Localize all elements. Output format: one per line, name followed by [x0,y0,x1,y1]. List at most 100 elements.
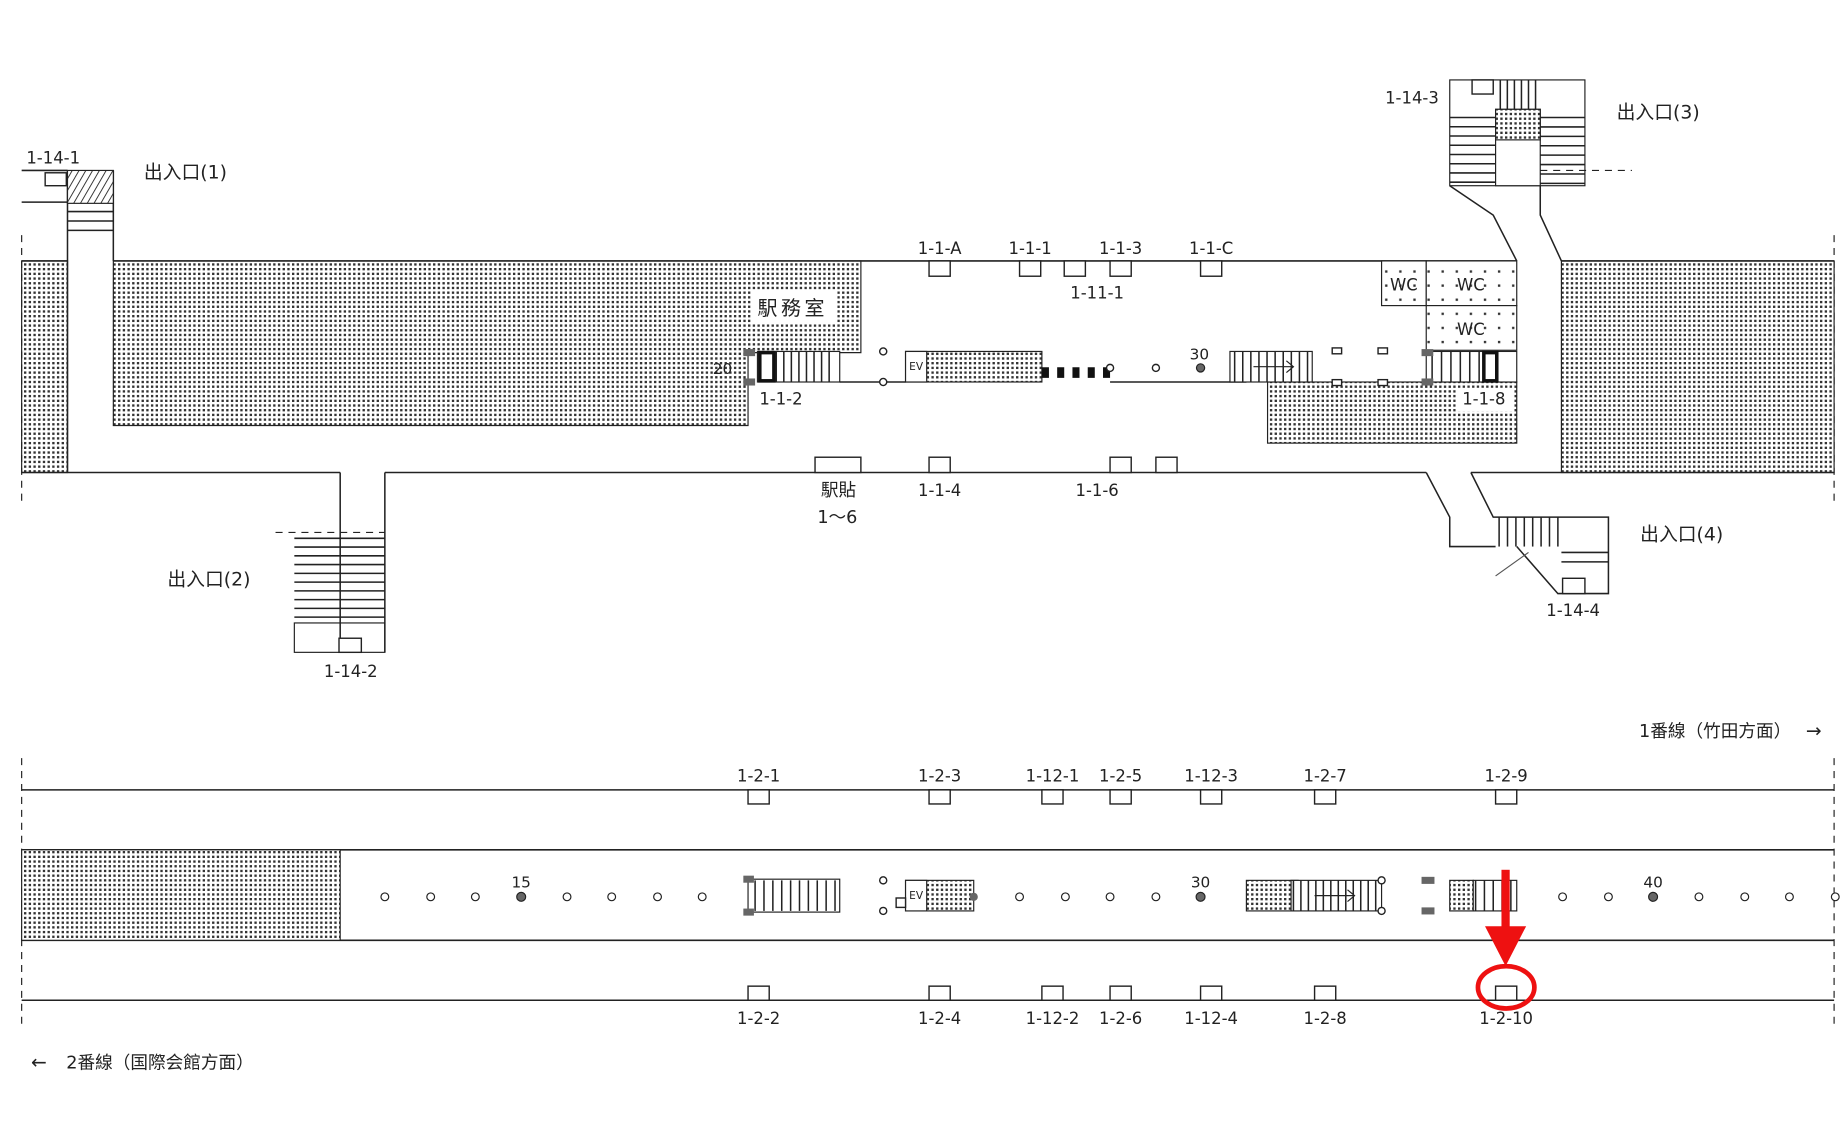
highlighted-spot-label[interactable]: 1-2-10 [1479,1009,1533,1028]
ad-spot[interactable] [928,985,951,1001]
ad-spot[interactable] [1199,789,1223,805]
pillar [1830,892,1840,902]
exit-2-label: 出入口(2) [167,568,250,590]
pillar [1151,892,1161,902]
spot-label[interactable]: 1-11-1 [1070,284,1124,303]
spot-label[interactable]: 1-2-9 [1485,767,1528,786]
wc-label: WC [1390,275,1418,294]
exit-1[interactable]: 1-14-1 出入口(1) [21,148,227,473]
pillar [653,892,663,902]
marker-30: 30 [1191,873,1210,891]
ad-spot[interactable] [1199,985,1223,1001]
stair-code-1-1-8: 1-1-8 [1462,389,1505,408]
exit-2[interactable]: 1-14-2 出入口(2) [167,472,386,682]
spot-label[interactable]: 1-2-7 [1304,767,1347,786]
pillar [1784,892,1794,902]
pillar [1105,892,1115,902]
exit-4[interactable]: 1-14-4 出入口(4) [1425,472,1723,620]
arrow-left-icon: ← [31,1052,47,1073]
pillar [1060,892,1070,902]
spot-label[interactable]: 1-1-1 [1009,239,1052,258]
marker-pillar [516,891,527,902]
spot-label[interactable]: 1-2-2 [737,1009,780,1028]
spot-label[interactable]: 1-1-C [1189,239,1233,258]
spot-label[interactable]: 1-2-4 [918,1009,961,1028]
elevator-platform[interactable]: EV [895,879,978,912]
platform-stair-1[interactable] [743,875,888,916]
ad-spot[interactable] [747,789,770,805]
spot-label[interactable]: 1-2-6 [1099,1009,1142,1028]
elevator-concourse[interactable]: EV 30 [839,346,1247,387]
marker-20: 20 [713,360,732,378]
poster-range[interactable]: 1～6 [817,508,857,528]
poster-label[interactable]: 駅貼 [821,480,856,501]
pillar [607,892,617,902]
stair-steps [1498,517,1559,547]
stair-1-1-2[interactable]: 20 1-1-2 [713,349,841,408]
ev-label: EV [909,890,924,902]
stair-steps [775,351,830,382]
stair-code-1-1-2: 1-1-2 [759,389,802,408]
spot-label[interactable]: 1-12-1 [1026,767,1080,786]
pillar [1694,892,1704,902]
ad-spot[interactable] [928,789,951,805]
pillar [470,892,480,902]
marker-15: 15 [511,873,530,891]
concourse: 駅務室 1-14-1 出入口(1) 1-14-2 出入口(2) [21,79,1835,682]
pillar [426,892,436,902]
platform: 1番線（竹田方面） → ← 2番線（国際会館方面） 15 30 40 EV [21,721,1840,1073]
pillar [697,892,707,902]
spot-label[interactable]: 1-2-8 [1304,1009,1347,1028]
ad-spot[interactable] [1109,789,1132,805]
spot-label[interactable]: 1-1-6 [1076,481,1119,500]
spot-label[interactable]: 1-2-5 [1099,767,1142,786]
spot-label[interactable]: 1-2-1 [737,767,780,786]
wc-label: WC [1457,320,1485,339]
exit-3-label: 出入口(3) [1617,102,1700,124]
pillar [1603,892,1613,902]
restricted-area-office [112,260,862,427]
exit-1-code: 1-14-1 [26,148,80,167]
wc-label: WC [1457,275,1485,294]
ad-spot[interactable] [1041,789,1064,805]
spot-label[interactable]: 1-12-2 [1026,1009,1080,1028]
exit-3[interactable]: 1-14-3 出入口(3) [1385,79,1700,262]
spot-label[interactable]: 1-2-3 [918,767,961,786]
stair-1-1-8[interactable]: 1-1-8 [1421,349,1518,412]
concourse-bottom-spots: 駅貼 1～6 1-1-4 1-1-6 [814,456,1178,528]
marker-pillar [1648,891,1659,902]
spot-label[interactable]: 1-1-A [918,239,962,258]
exit-4-code: 1-14-4 [1546,601,1600,620]
escalator-concourse[interactable] [1229,347,1389,387]
highlight-arrow-icon [1485,869,1527,967]
platform-walls [21,789,1835,1002]
pillar [1558,892,1568,902]
ad-spot[interactable] [1041,985,1064,1001]
pillar [562,892,572,902]
exit-1-label: 出入口(1) [144,162,227,184]
stair-steps [754,880,836,911]
spot-label[interactable]: 1-12-3 [1184,767,1238,786]
marker-30: 30 [1190,346,1209,364]
stair-steps [294,537,385,618]
ad-spot[interactable] [1494,985,1518,1001]
spot-label[interactable]: 1-1-3 [1099,239,1142,258]
restricted-area-right [1560,260,1835,474]
ad-spot[interactable] [1313,985,1337,1001]
ad-spot[interactable] [1109,985,1132,1001]
pillar [380,892,390,902]
ad-spot[interactable] [1313,789,1337,805]
spot-label[interactable]: 1-12-4 [1184,1009,1238,1028]
toilets[interactable]: WC WC WC [1380,260,1518,351]
restricted-area-platform [21,849,341,941]
exit-3-code: 1-14-3 [1385,88,1439,107]
platform-escalator[interactable] [1245,876,1435,916]
stair-steps [1431,351,1480,382]
station-office-label: 駅務室 [757,296,827,320]
ad-spot[interactable] [747,985,770,1001]
spot-label[interactable]: 1-1-4 [918,481,961,500]
restricted-area-left [21,260,69,474]
highlight-circle [1475,963,1537,1011]
ad-spot[interactable] [1494,789,1518,805]
